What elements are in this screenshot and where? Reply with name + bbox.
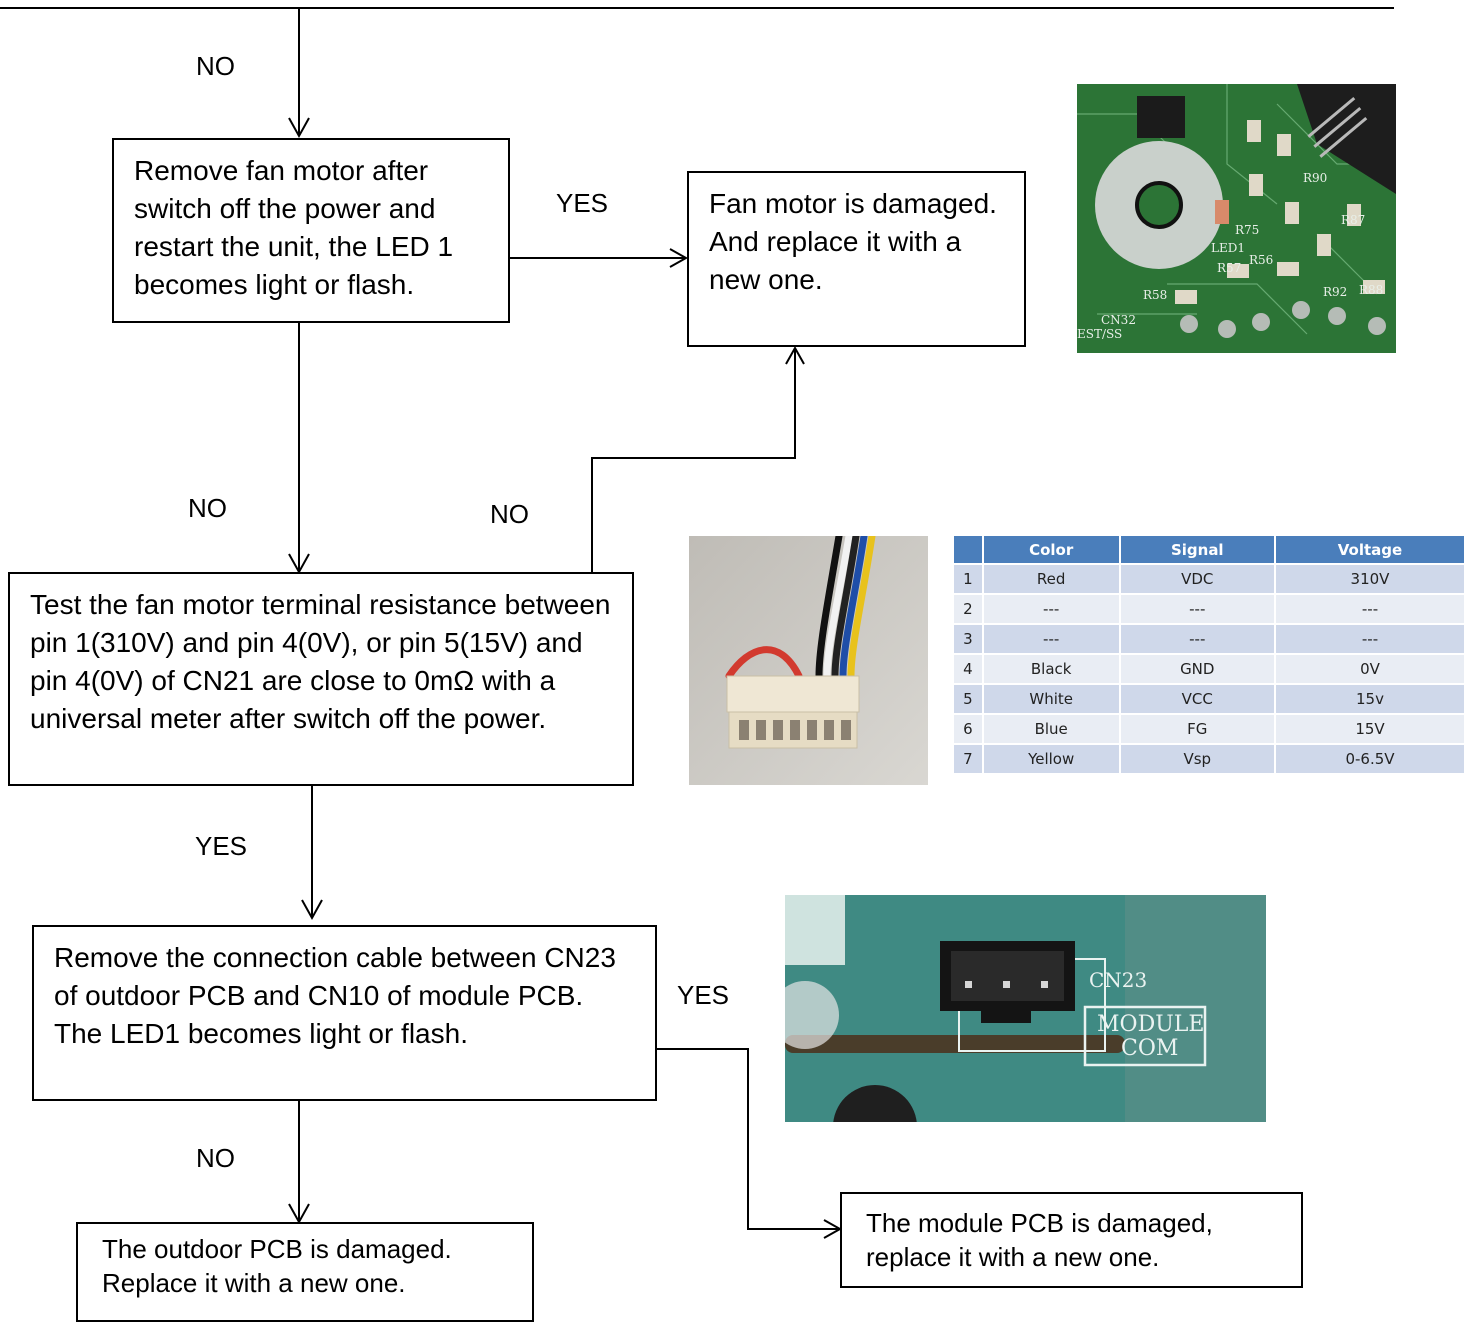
- arrow-yes-3: [656, 1048, 840, 1230]
- cell: 4: [954, 655, 982, 683]
- cell: 3: [954, 625, 982, 653]
- pcb-label-r57: R57: [1217, 261, 1241, 275]
- cell: Yellow: [983, 745, 1119, 773]
- label-no-right: NO: [490, 499, 529, 529]
- pcb-label-r56: R56: [1249, 253, 1273, 267]
- table-row: 3---------: [954, 625, 1464, 653]
- cell: ---: [1120, 625, 1274, 653]
- step-test-resistance: Test the fan motor terminal resistance b…: [8, 572, 634, 786]
- cell: ---: [1276, 595, 1464, 623]
- cell: 15v: [1276, 685, 1464, 713]
- label-yes-3: YES: [677, 980, 730, 1010]
- header-signal: Signal: [1120, 536, 1274, 563]
- cell: 6: [954, 715, 982, 743]
- pcb-label-led1: LED1: [1211, 241, 1245, 255]
- step-remove-cable: Remove the connection cable between CN23…: [32, 925, 657, 1101]
- cell: Vsp: [1120, 745, 1274, 773]
- module-label-module: MODULE: [1097, 1012, 1204, 1037]
- pcb-label-r58: R58: [1143, 288, 1167, 302]
- cell: 15V: [1276, 715, 1464, 743]
- result-module-pcb-damaged: The module PCB is damaged, replace it wi…: [840, 1192, 1303, 1288]
- label-no-left: NO: [188, 493, 227, 523]
- arrow-no-2: [591, 348, 796, 572]
- label-yes-1: YES: [556, 188, 609, 218]
- header-color: Color: [983, 536, 1119, 563]
- cell: White: [983, 685, 1119, 713]
- cell: 0V: [1276, 655, 1464, 683]
- pcb-label-r92: R92: [1323, 285, 1347, 299]
- fan-connector-photo: [689, 536, 928, 785]
- pcb-label-r87: R87: [1341, 213, 1365, 227]
- label-no-bottom: NO: [196, 1143, 235, 1173]
- pcb-label-est-ss: EST/SS: [1077, 327, 1122, 341]
- table-header: Color Signal Voltage: [954, 536, 1464, 563]
- cell: ---: [1120, 595, 1274, 623]
- label-yes-2: YES: [195, 831, 248, 861]
- pcb-label-r90: R90: [1303, 171, 1327, 185]
- cell: VDC: [1120, 565, 1274, 593]
- pcb-label-r88: R88: [1359, 283, 1383, 297]
- module-label-cn23: CN23: [1089, 968, 1147, 992]
- cell: FG: [1120, 715, 1274, 743]
- cell: ---: [983, 595, 1119, 623]
- cell: VCC: [1120, 685, 1274, 713]
- table-row: 2---------: [954, 595, 1464, 623]
- cell: 7: [954, 745, 982, 773]
- cell: GND: [1120, 655, 1274, 683]
- cell: Black: [983, 655, 1119, 683]
- cell: 5: [954, 685, 982, 713]
- result-outdoor-pcb-damaged: The outdoor PCB is damaged. Replace it w…: [76, 1222, 534, 1322]
- header-voltage: Voltage: [1276, 536, 1464, 563]
- pcb-led-photo: R90 R87 R75 LED1 R57 R56 R58 R92 R88 CN3…: [1077, 84, 1396, 353]
- cell: ---: [983, 625, 1119, 653]
- cell: Red: [983, 565, 1119, 593]
- cell: 2: [954, 595, 982, 623]
- pcb-label-r75: R75: [1235, 223, 1259, 237]
- cell: 1: [954, 565, 982, 593]
- cell: 310V: [1276, 565, 1464, 593]
- cell: ---: [1276, 625, 1464, 653]
- label-no-top: NO: [196, 51, 235, 81]
- module-pcb-photo: CN23 MODULE COM: [785, 895, 1266, 1122]
- cell: 0-6.5V: [1276, 745, 1464, 773]
- cell: Blue: [983, 715, 1119, 743]
- module-label-com: COM: [1121, 1036, 1178, 1061]
- result-fan-motor-damaged: Fan motor is damaged. And replace it wit…: [687, 171, 1026, 347]
- pcb-label-cn32: CN32: [1101, 313, 1136, 327]
- step-remove-fan-motor: Remove fan motor after switch off the po…: [112, 138, 510, 323]
- header-pin: [954, 536, 982, 563]
